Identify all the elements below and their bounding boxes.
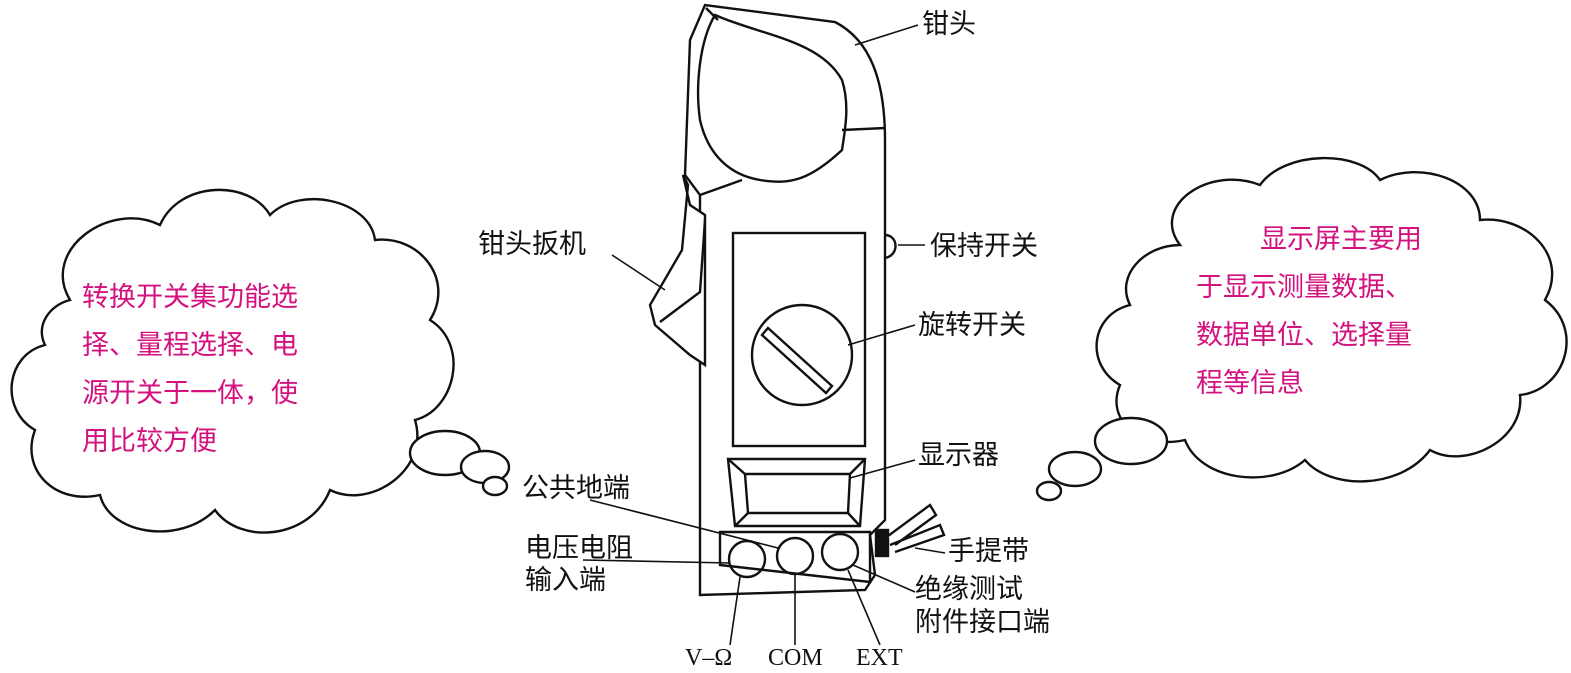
label-ext-line1: 绝缘测试 xyxy=(915,574,1023,605)
strap-anchor xyxy=(874,528,890,558)
label-strap: 手提带 xyxy=(948,536,1029,567)
right-cloud xyxy=(1035,156,1568,502)
right-cloud-bubble-small xyxy=(1035,480,1063,502)
label-display: 显示器 xyxy=(918,440,999,471)
label-hold-switch: 保持开关 xyxy=(930,231,1038,262)
right-cloud-bubble-medium xyxy=(1047,450,1103,488)
port-v-ohm xyxy=(727,539,767,579)
left-cloud-line: 择、量程选择、电 xyxy=(82,330,298,361)
knob-pointer xyxy=(760,326,834,395)
right-cloud-line: 显示屏主要用 xyxy=(1260,224,1422,255)
label-trigger: 钳头扳机 xyxy=(478,229,586,260)
leader-jaw xyxy=(854,24,919,46)
port-label-com: COM xyxy=(768,645,823,671)
label-common-terminal: 公共地端 xyxy=(522,473,630,504)
right-cloud-text: 显示屏主要用 于显示测量数据、 数据单位、选择量 程等信息 xyxy=(1196,216,1476,408)
label-vr-input-line2: 输入端 xyxy=(525,565,606,596)
jaw-inner-line xyxy=(841,126,886,132)
leader-vr-port xyxy=(729,576,741,646)
leader-trigger xyxy=(611,254,666,291)
jaw-hinge-line xyxy=(699,178,743,197)
label-rotary-switch: 旋转开关 xyxy=(918,310,1026,341)
leader-common xyxy=(589,499,779,549)
trigger xyxy=(648,174,707,368)
leader-rotary xyxy=(847,324,916,346)
leader-display xyxy=(849,459,916,479)
hold-switch xyxy=(884,233,897,260)
label-vr-input-line1: 电压电阻 xyxy=(525,533,633,564)
leader-ext-label xyxy=(852,564,916,593)
jaw-opening xyxy=(696,13,848,183)
leader-vr xyxy=(582,559,731,564)
label-jaw: 钳头 xyxy=(922,9,976,40)
rotary-knob xyxy=(750,303,854,407)
leader-ext-port xyxy=(847,569,881,646)
right-cloud-line: 数据单位、选择量 xyxy=(1196,320,1412,351)
meter-body xyxy=(683,3,887,597)
left-cloud-bubble-small xyxy=(481,475,509,497)
left-cloud-line: 源开关于一体，使 xyxy=(82,378,298,409)
port-label-ext: EXT xyxy=(856,645,903,671)
right-cloud-line: 于显示测量数据、 xyxy=(1196,272,1412,303)
left-cloud-line: 转换开关集功能选 xyxy=(82,282,298,313)
label-ext-line2: 附件接口端 xyxy=(915,607,1050,638)
port-label-v-ohm: V–Ω xyxy=(685,645,733,671)
right-cloud-bubble-large xyxy=(1093,416,1169,466)
terminal-panel xyxy=(718,530,872,584)
clamp-meter xyxy=(648,3,946,597)
left-cloud-line: 用比较方便 xyxy=(82,426,217,457)
leader-strap xyxy=(914,547,946,554)
leader-lines xyxy=(582,24,946,646)
right-cloud-line: 程等信息 xyxy=(1196,368,1304,399)
port-ext xyxy=(820,532,860,572)
left-cloud-text: 转换开关集功能选 择、量程选择、电 源开关于一体，使 用比较方便 xyxy=(82,274,352,466)
left-cloud xyxy=(10,188,511,534)
strap xyxy=(887,503,946,554)
